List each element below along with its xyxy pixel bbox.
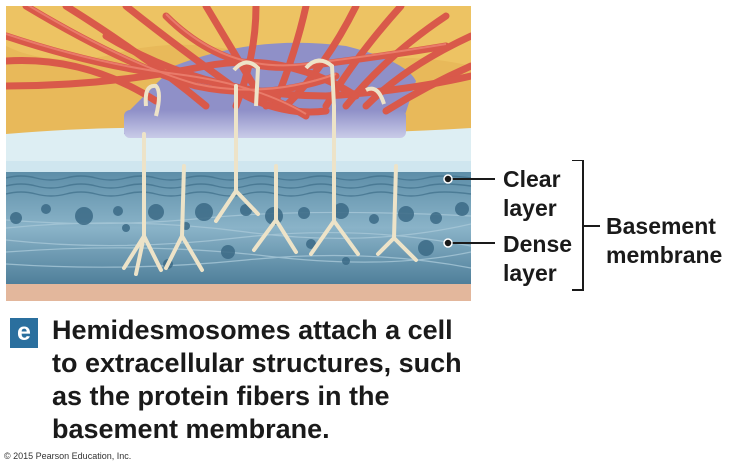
caption-line-3: as the protein fibers in the: [52, 381, 390, 411]
caption-line-4: basement membrane.: [52, 414, 330, 444]
plaque-base: [124, 110, 406, 138]
caption-line-1: Hemidesmosomes attach a cell: [52, 315, 453, 345]
hemidesmosome-illustration: [6, 6, 471, 301]
clear-layer-label: Clear layer: [503, 165, 561, 223]
dense-layer-label-line1: Dense: [503, 231, 573, 257]
dense-layer-label: Dense layer: [503, 230, 572, 288]
clear-layer-label-line1: Clear: [503, 166, 561, 192]
label-pointers: [443, 160, 600, 291]
figure-caption: Hemidesmosomes attach a cell to extracel…: [52, 314, 522, 446]
basement-membrane-label-line2: membrane: [606, 242, 723, 268]
dense-layer-label-line2: layer: [503, 260, 557, 286]
figure-tag: e: [10, 318, 38, 348]
basement-membrane-label: Basement membrane: [606, 212, 722, 270]
connective-tissue: [6, 284, 471, 301]
intermediate-filament-highlights: [6, 6, 447, 115]
caption-line-2: to extracellular structures, such: [52, 348, 462, 378]
anchoring-loops: [143, 58, 386, 117]
copyright-notice: © 2015 Pearson Education, Inc.: [4, 451, 132, 461]
basement-membrane-label-line1: Basement: [606, 213, 716, 239]
clear-layer-label-line2: layer: [503, 195, 557, 221]
anchoring-filaments: [122, 84, 418, 276]
basement-membrane-bracket: [572, 160, 584, 291]
